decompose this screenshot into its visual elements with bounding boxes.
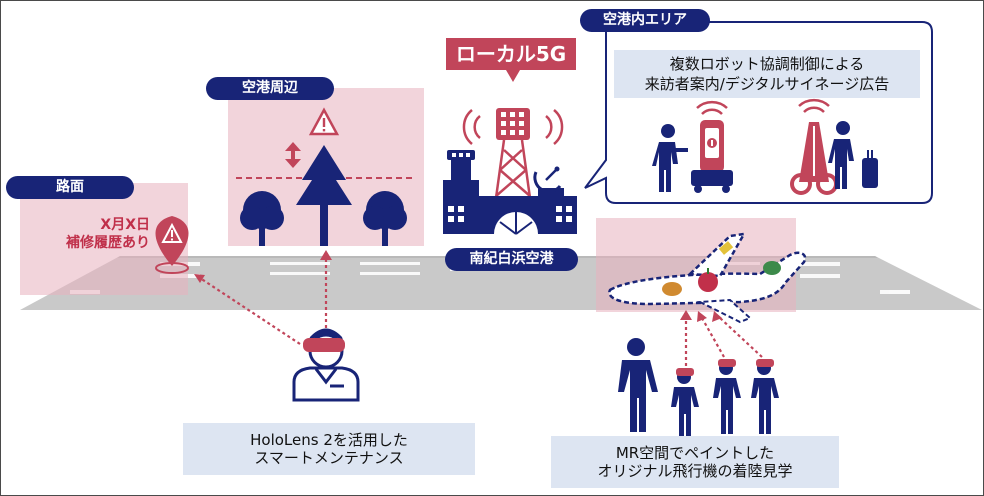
mr-arrowheads xyxy=(680,310,722,322)
mr-headsets-icon xyxy=(676,359,774,376)
interior-caption: 複数ロボット協調制御による 来訪者案内/デジタルサイネージ広告 xyxy=(614,50,920,98)
mr-caption: MR空間でペイントした オリジナル飛行機の着陸見学 xyxy=(551,436,839,488)
maintenance-caption-line2: スマートメンテナンス xyxy=(254,449,404,467)
interior-caption-line1: 複数ロボット協調制御による xyxy=(669,55,865,73)
interior-caption-line2: 来訪者案内/デジタルサイネージ広告 xyxy=(644,75,890,93)
maintenance-caption: HoloLens 2を活用した スマートメンテナンス xyxy=(183,423,475,475)
road-note-line2: 補修履歴あり xyxy=(66,235,150,251)
signage-robot-traveler-icon xyxy=(790,98,878,195)
guide-robot-person-icon xyxy=(652,124,688,192)
airport-interior-area-label: 空港内エリア xyxy=(580,9,710,32)
mr-connectors xyxy=(684,317,763,366)
warning-triangle-icon xyxy=(308,107,340,136)
road-warning-pin-icon xyxy=(155,216,189,274)
road-note: X月X日 補修履歴あり xyxy=(40,216,150,252)
airport-name-label: 南紀白浜空港 xyxy=(445,248,578,271)
local-5g-label: ローカル5G xyxy=(446,38,576,70)
local-5g-pointer xyxy=(506,70,520,82)
maintenance-caption-line1: HoloLens 2を活用した xyxy=(250,431,408,449)
hololens-worker-icon xyxy=(292,328,360,402)
painted-airplane-icon xyxy=(608,232,807,324)
maintenance-arrowheads xyxy=(194,250,332,283)
maintenance-connectors xyxy=(199,258,328,345)
road-note-line1: X月X日 xyxy=(100,217,150,233)
mr-caption-line1: MR空間でペイントした xyxy=(615,444,775,462)
height-arrow-icon xyxy=(285,142,301,168)
airport-building-icon xyxy=(443,108,577,235)
airport-surroundings-label: 空港周辺 xyxy=(206,77,334,100)
road-surface-label: 路面 xyxy=(6,176,134,199)
signage-robot-icon xyxy=(691,100,733,193)
mr-spectators-icon xyxy=(618,338,779,436)
mr-caption-line2: オリジナル飛行機の着陸見学 xyxy=(597,462,793,480)
trees-icon xyxy=(240,145,407,246)
